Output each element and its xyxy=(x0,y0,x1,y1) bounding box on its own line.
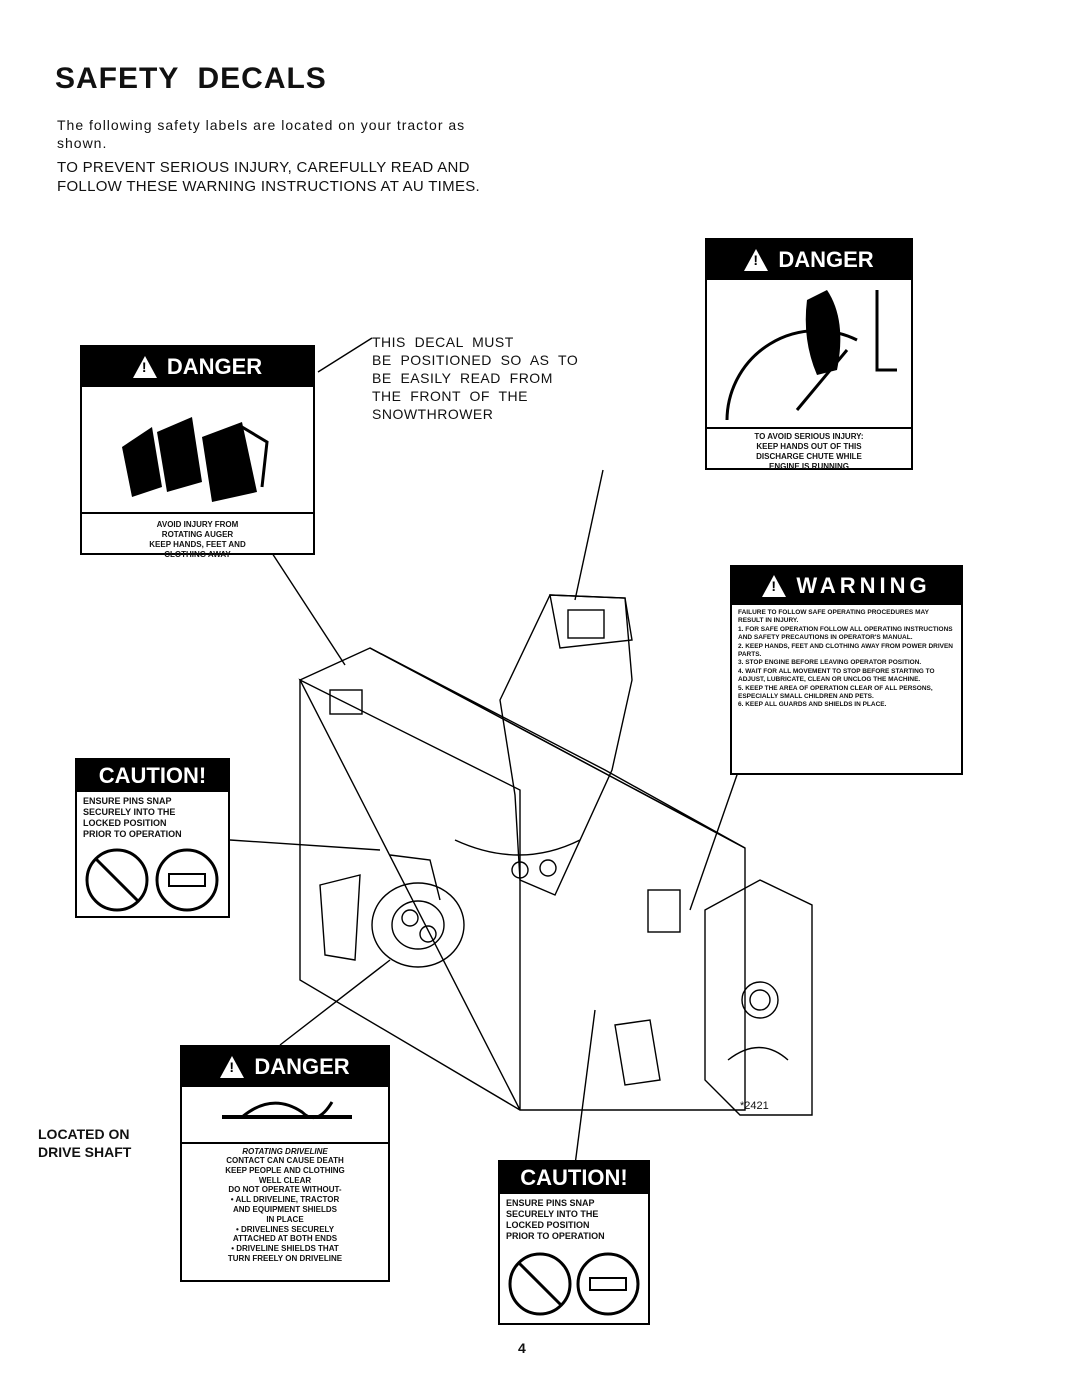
danger-driveline-decal: DANGER ROTATING DRIVELINE CONTACT CAN CA… xyxy=(180,1045,390,1282)
pin-lock-icon xyxy=(508,1252,640,1316)
page-number: 4 xyxy=(518,1340,526,1356)
auger-hands-icon xyxy=(122,417,269,502)
driveline-subtitle: ROTATING DRIVELINE xyxy=(182,1142,388,1156)
note-line: SNOWTHROWER xyxy=(372,406,494,422)
warning-decal: WARNING FAILURE TO FOLLOW SAFE OPERATING… xyxy=(730,565,963,775)
warning-triangle-icon xyxy=(744,249,769,271)
decal-position-note: THIS DECAL MUST BE POSITIONED SO AS TO B… xyxy=(372,333,578,423)
model-number: *2421 xyxy=(740,1100,769,1112)
caution-header: CAUTION! xyxy=(77,760,228,792)
danger-header: DANGER xyxy=(82,347,313,387)
note-line: BE POSITIONED SO AS TO xyxy=(372,352,579,368)
decal-text: ENSURE PINS SNAP SECURELY INTO THE LOCKE… xyxy=(506,1198,605,1241)
entanglement-icon xyxy=(222,1101,352,1120)
chute-hand-icon xyxy=(725,290,897,421)
note-line: THIS DECAL MUST xyxy=(372,334,514,350)
decal-text: TO AVOID SERIOUS INJURY: KEEP HANDS OUT … xyxy=(707,427,911,472)
note-line: THE FRONT OF THE xyxy=(372,388,528,404)
warning-triangle-icon xyxy=(132,356,157,378)
pin-lock-icon xyxy=(85,848,219,912)
danger-header: DANGER xyxy=(182,1047,388,1087)
warning-text: TO PREVENT SERIOUS INJURY, CAREFULLY REA… xyxy=(57,159,481,195)
decal-text: AVOID INJURY FROM ROTATING AUGER KEEP HA… xyxy=(149,520,246,559)
decal-text: CONTACT CAN CAUSE DEATH KEEP PEOPLE AND … xyxy=(225,1156,345,1263)
warning-triangle-icon xyxy=(762,575,787,597)
decal-text: ENSURE PINS SNAP SECURELY INTO THE LOCKE… xyxy=(83,796,182,839)
decal-text: FAILURE TO FOLLOW SAFE OPERATING PROCEDU… xyxy=(738,609,954,709)
divider xyxy=(82,512,313,514)
page-title: SAFETY DECALS xyxy=(55,62,327,95)
caution-header: CAUTION! xyxy=(500,1162,648,1194)
danger-auger-decal: DANGER AVOID INJURY FROM ROTATING AUGER … xyxy=(80,345,315,559)
intro-text: The following safety labels are located … xyxy=(57,117,466,151)
note-line: BE EASILY READ FROM xyxy=(372,370,553,386)
warning-triangle-icon xyxy=(220,1056,245,1078)
caution-left-decal: CAUTION! ENSURE PINS SNAP SECURELY INTO … xyxy=(75,758,230,918)
caution-bottom-decal: CAUTION! ENSURE PINS SNAP SECURELY INTO … xyxy=(498,1160,650,1325)
danger-chute-decal: DANGER TO AVOID SERIOUS INJURY: KEEP HAN… xyxy=(705,238,913,472)
located-on-drive-shaft-label: LOCATED ON DRIVE SHAFT xyxy=(38,1126,132,1160)
warning-header: WARNING xyxy=(732,567,961,605)
danger-header: DANGER xyxy=(707,240,911,280)
